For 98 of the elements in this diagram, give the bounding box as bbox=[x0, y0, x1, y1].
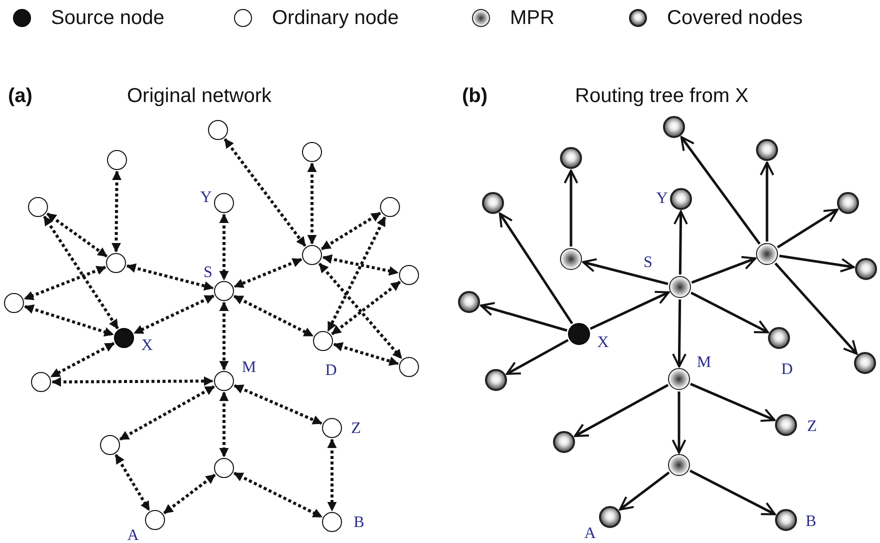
panel-title: Routing tree from X bbox=[575, 86, 748, 106]
dotted-arrow bbox=[219, 302, 229, 370]
covered-node bbox=[482, 192, 504, 214]
mpr-node bbox=[668, 454, 690, 476]
dotted-arrow bbox=[233, 472, 323, 518]
arrow bbox=[760, 162, 774, 242]
ordinary-node bbox=[399, 265, 419, 285]
dotted-arrow bbox=[46, 212, 108, 258]
dotted-arrow bbox=[114, 454, 150, 511]
legend-label: Ordinary node bbox=[272, 8, 399, 28]
dotted-arrow bbox=[224, 138, 306, 247]
dotted-arrow bbox=[43, 216, 119, 330]
dotted-arrow bbox=[219, 214, 229, 280]
dotted-arrow bbox=[219, 392, 229, 458]
node-label: B bbox=[806, 514, 816, 530]
ordinary-node bbox=[302, 142, 322, 162]
node-label: A bbox=[584, 526, 596, 542]
node-label: Z bbox=[351, 421, 361, 437]
dotted-arrow bbox=[331, 280, 401, 336]
dotted-arrow bbox=[234, 258, 302, 288]
arrow bbox=[690, 382, 776, 422]
covered-node bbox=[485, 369, 507, 391]
legend-label: MPR bbox=[510, 8, 554, 28]
arrow bbox=[564, 170, 578, 246]
covered-node bbox=[855, 258, 877, 280]
dotted-arrow bbox=[320, 212, 382, 250]
dotted-arrow bbox=[307, 162, 317, 244]
ordinary-node bbox=[4, 293, 24, 313]
arrow bbox=[672, 299, 687, 368]
node-label: S bbox=[644, 255, 652, 271]
panel-letter: (a) bbox=[8, 86, 32, 106]
arrow bbox=[680, 136, 761, 245]
ordinary-node bbox=[302, 245, 322, 265]
arrow bbox=[673, 210, 688, 275]
node-label: Y bbox=[656, 191, 668, 207]
covered-node bbox=[837, 192, 859, 214]
node-label: B bbox=[354, 515, 364, 531]
ordinary-node bbox=[214, 458, 234, 478]
panel-title: Original network bbox=[127, 86, 272, 106]
ordinary-node bbox=[107, 150, 127, 170]
panel-letter: (b) bbox=[462, 86, 488, 106]
ordinary-node bbox=[380, 197, 400, 217]
node-label: M bbox=[696, 355, 712, 371]
mpr-node bbox=[560, 248, 582, 270]
node-label: M bbox=[242, 360, 256, 376]
node-label: Y bbox=[200, 190, 212, 206]
dotted-arrow bbox=[322, 254, 399, 276]
ordinary-node bbox=[28, 197, 48, 217]
dotted-arrow bbox=[318, 262, 403, 360]
dotted-arrow bbox=[24, 266, 106, 300]
covered-node bbox=[854, 352, 876, 374]
arrow bbox=[691, 256, 756, 284]
arrow bbox=[672, 392, 686, 454]
arrow bbox=[582, 258, 668, 286]
dotted-arrow bbox=[327, 438, 337, 512]
arrow bbox=[574, 384, 669, 438]
covered-node bbox=[553, 431, 575, 453]
dotted-arrow bbox=[119, 385, 215, 441]
covered-node bbox=[663, 116, 685, 138]
arrow bbox=[690, 292, 769, 334]
arrow bbox=[618, 472, 670, 510]
dotted-arrow bbox=[234, 384, 322, 425]
arrow bbox=[779, 254, 855, 272]
arrow bbox=[776, 208, 838, 248]
ordinary-node bbox=[399, 357, 419, 377]
legend-label: Covered nodes bbox=[667, 8, 803, 28]
dotted-arrow bbox=[126, 263, 214, 291]
ordinary-node bbox=[31, 372, 51, 392]
arrow bbox=[506, 338, 569, 376]
node-label: S bbox=[204, 265, 212, 281]
ordinary-node bbox=[106, 253, 126, 273]
arrow bbox=[498, 212, 574, 324]
ordinary-node bbox=[208, 120, 228, 140]
node-label: Z bbox=[807, 419, 817, 435]
node-label: A bbox=[127, 528, 139, 543]
dotted-arrow bbox=[163, 474, 216, 514]
mpr-node bbox=[756, 243, 778, 265]
dotted-arrow bbox=[326, 216, 386, 332]
node-label: D bbox=[325, 363, 337, 379]
arrow bbox=[690, 470, 776, 516]
dotted-arrow bbox=[111, 170, 122, 252]
legend-label: Source node bbox=[51, 8, 164, 28]
covered-node bbox=[458, 291, 480, 313]
dotted-arrow bbox=[233, 294, 314, 338]
ordinary-node bbox=[100, 435, 120, 455]
covered-node bbox=[560, 147, 582, 169]
node-label: D bbox=[781, 362, 793, 378]
dotted-arrow bbox=[52, 376, 214, 387]
node-label: X bbox=[141, 338, 153, 354]
node-label: X bbox=[597, 335, 609, 351]
dotted-arrow bbox=[24, 304, 114, 336]
arrow bbox=[590, 290, 670, 330]
arrow bbox=[774, 262, 858, 355]
covered-node bbox=[756, 139, 778, 161]
arrow bbox=[480, 302, 568, 332]
dotted-arrow bbox=[134, 294, 214, 334]
dotted-arrow bbox=[333, 342, 399, 366]
dotted-arrow bbox=[50, 342, 115, 378]
